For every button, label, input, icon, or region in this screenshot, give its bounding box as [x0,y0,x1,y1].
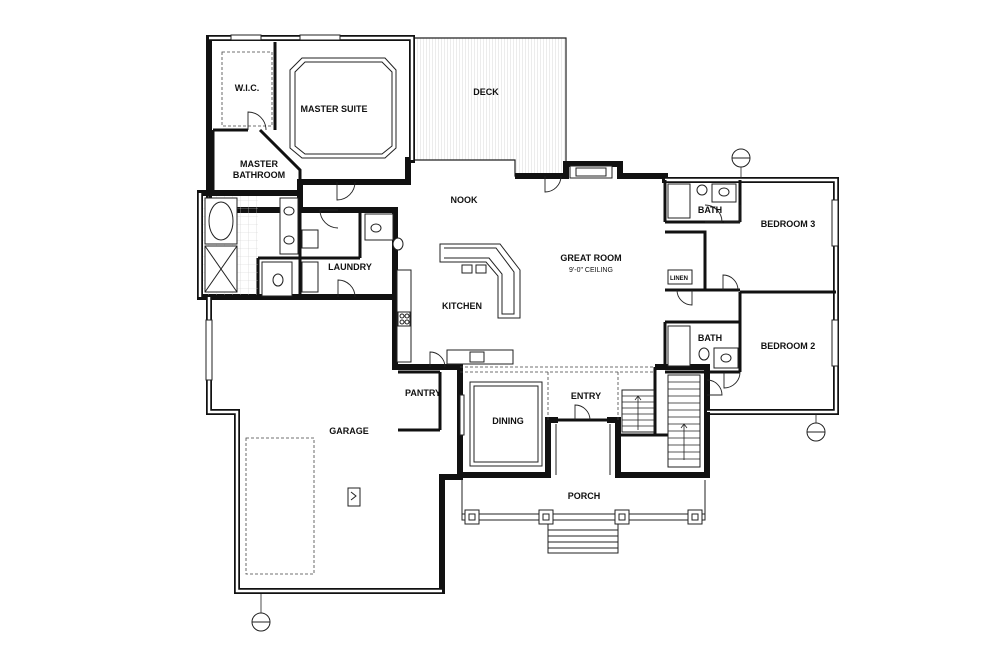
label-master-bathroom-2: BATHROOM [233,170,285,180]
label-kitchen: KITCHEN [442,301,482,311]
label-entry: ENTRY [571,391,601,401]
label-garage: GARAGE [329,426,369,436]
porch [461,424,706,554]
room-labels: W.I.C. MASTER SUITE DECK MASTER BATHROOM… [233,83,815,501]
label-bedroom3: BEDROOM 3 [761,219,816,229]
kitchen-counters [396,269,514,365]
tub-icon [208,201,234,241]
label-bath-lower: BATH [698,333,722,343]
label-great-room-ceiling: 9'-0" CEILING [569,267,613,274]
label-master-bathroom-1: MASTER [240,159,279,169]
dining-outline [469,381,543,467]
kitchen-island [439,243,521,319]
label-great-room: GREAT ROOM [560,253,621,263]
sink-icon [283,206,295,216]
label-wic: W.I.C. [235,83,260,93]
label-deck: DECK [473,87,499,97]
door-swing-icon [247,111,741,421]
section-marker-icon [731,148,751,178]
windows [205,34,839,436]
label-dining: DINING [492,416,524,426]
label-laundry: LAUNDRY [328,262,372,272]
exterior-walls [197,35,839,594]
master-suite-tray-ceiling [289,57,397,159]
stair-icon [621,374,701,468]
label-nook: NOOK [451,195,479,205]
label-bath-upper: BATH [698,205,722,215]
bath-upper-fixtures [667,183,737,285]
label-bedroom2: BEDROOM 2 [761,341,816,351]
fireplace-icon [569,165,613,179]
section-marker-icon [251,594,271,632]
bath-lower-fixtures [667,325,739,369]
range-icon [397,311,411,327]
deck-area [411,37,567,177]
label-master-suite: MASTER SUITE [300,104,367,114]
section-marker-icon [806,414,826,442]
label-porch: PORCH [568,491,601,501]
master-bath-fixtures [203,196,299,297]
label-pantry: PANTRY [405,388,441,398]
interior-walls [211,42,836,437]
garage-fixture-icon [347,487,361,507]
label-linen: LINEN [670,276,688,282]
laundry-fixtures [301,213,404,293]
dashed-lines [221,51,655,575]
